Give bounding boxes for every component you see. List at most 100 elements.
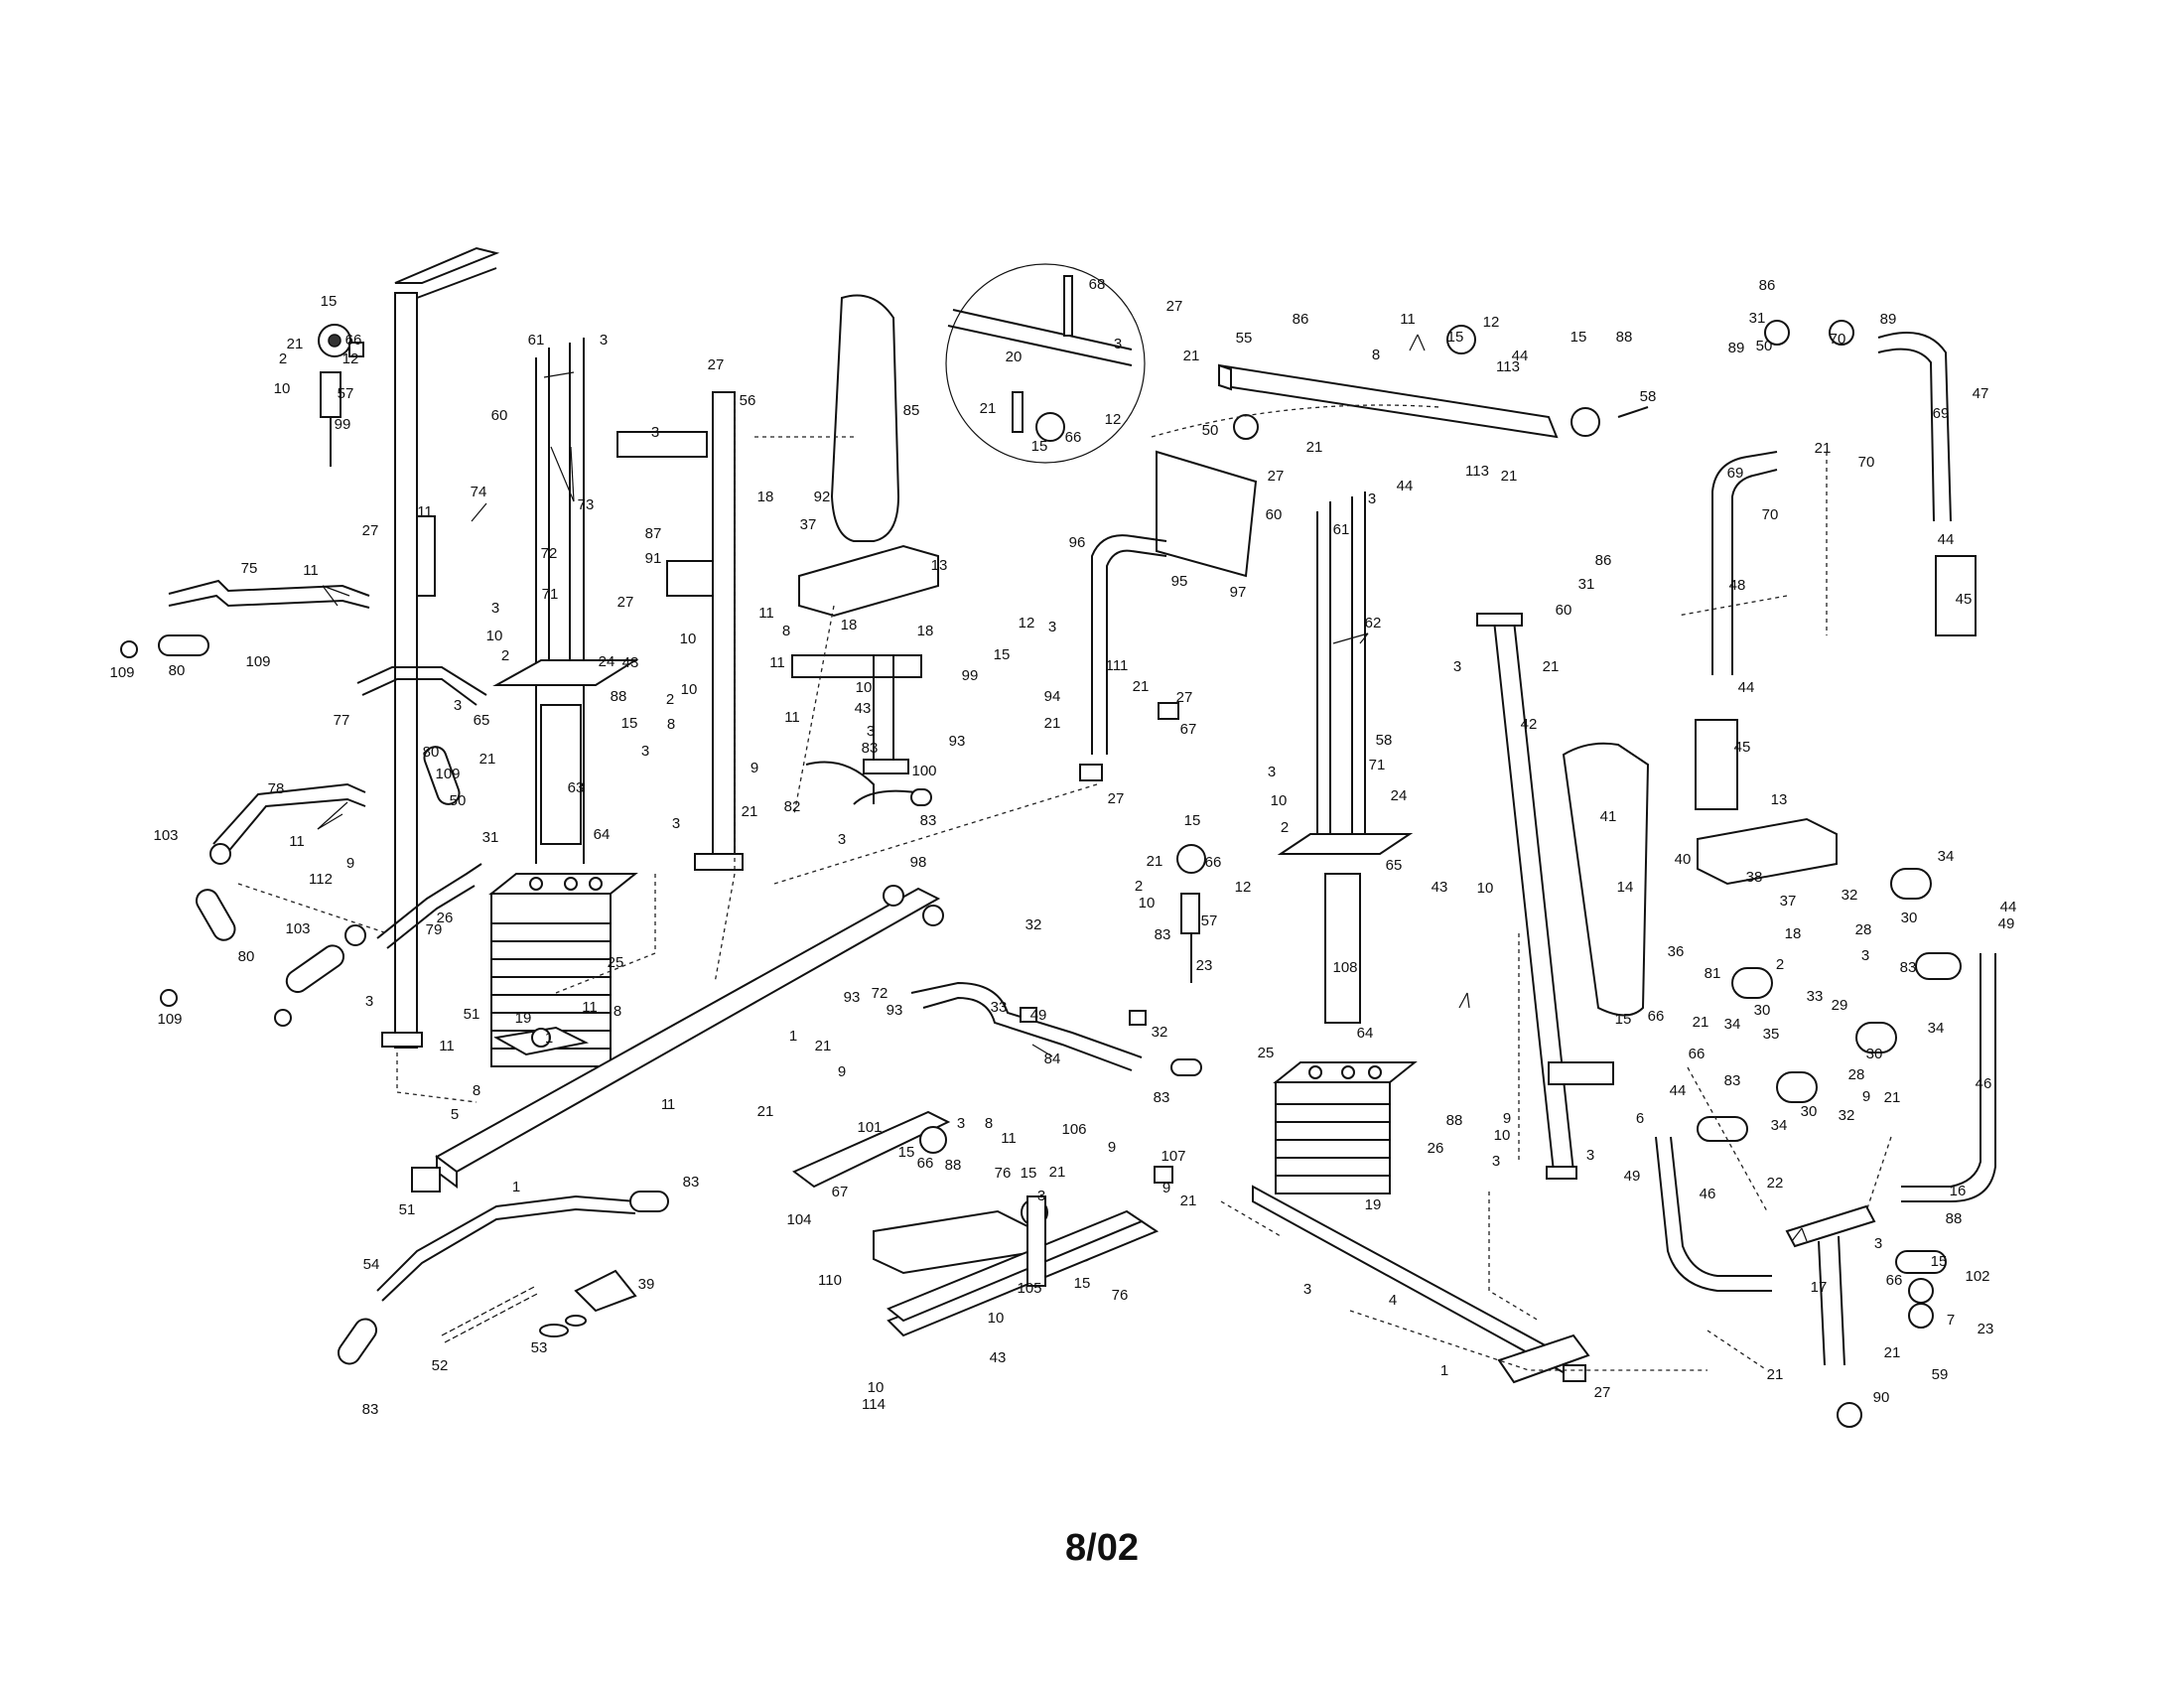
part-number-91: 91 [645,550,662,567]
part-number-83: 83 [1724,1072,1741,1089]
part-number-11: 11 [769,654,785,671]
part-number-33: 33 [1807,988,1824,1005]
part-number-3: 3 [491,600,499,617]
part-number-45: 45 [1734,739,1751,756]
part-number-49: 49 [1030,1007,1047,1024]
part-number-70: 70 [1762,506,1779,523]
part-number-66: 66 [1065,429,1082,446]
part-number-18: 18 [757,489,774,505]
part-number-34: 34 [1771,1117,1788,1134]
part-number-11: 11 [758,605,774,622]
part-number-97: 97 [1230,584,1247,601]
part-number-57: 57 [338,385,354,402]
part-number-3: 3 [867,723,875,740]
part-number-27: 27 [1594,1384,1611,1401]
part-number-25: 25 [1258,1045,1275,1061]
part-number-72: 72 [872,985,888,1002]
part-number-54: 54 [363,1256,380,1273]
part-number-83: 83 [683,1174,700,1191]
part-number-95: 95 [1171,573,1188,590]
part-number-31: 31 [482,829,499,846]
part-number-44: 44 [1938,531,1955,548]
part-number-27: 27 [362,522,379,539]
part-number-8: 8 [614,1003,621,1020]
part-number-92: 92 [814,489,831,505]
part-number-13: 13 [1771,791,1788,808]
part-number-40: 40 [1675,851,1692,868]
part-number-21: 21 [1884,1344,1901,1361]
part-number-25: 25 [608,954,624,971]
part-number-88: 88 [1616,329,1633,346]
part-number-111: 111 [1106,657,1129,674]
part-number-28: 28 [1848,1066,1865,1083]
part-number-89: 89 [1728,340,1745,356]
part-number-74: 74 [471,484,487,500]
part-number-76: 76 [1112,1287,1129,1304]
part-number-24: 24 [1391,787,1408,804]
part-number-34: 34 [1724,1016,1741,1033]
part-number-8: 8 [667,716,675,733]
part-number-44: 44 [2000,899,2017,915]
part-number-36: 36 [1668,943,1685,960]
part-number-37: 37 [1780,893,1797,910]
part-number-79: 79 [426,921,443,938]
part-number-10: 10 [1139,895,1156,912]
part-number-76: 76 [995,1165,1012,1182]
part-number-2: 2 [279,351,287,367]
part-number-46: 46 [1700,1186,1716,1202]
revision-date: 8/02 [1065,1527,1139,1569]
part-number-27: 27 [708,356,725,373]
part-number-86: 86 [1293,311,1309,328]
part-number-32: 32 [1839,1107,1855,1124]
part-number-17: 17 [1811,1279,1828,1296]
part-number-112: 112 [309,871,333,888]
part-number-4: 4 [1389,1292,1397,1309]
part-number-19: 19 [515,1010,532,1027]
part-number-1: 1 [661,1096,669,1113]
part-number-21: 21 [980,400,997,417]
part-number-103: 103 [153,827,178,844]
part-number-48: 48 [1729,577,1746,594]
part-number-15: 15 [1447,329,1464,346]
part-number-60: 60 [1266,506,1283,523]
part-number-63: 63 [568,779,585,796]
part-number-57: 57 [1201,912,1218,929]
part-number-9: 9 [346,855,354,872]
part-number-83: 83 [1155,926,1171,943]
part-number-11: 11 [439,1038,455,1054]
part-number-105: 105 [1017,1280,1041,1297]
part-number-101: 101 [857,1119,882,1136]
part-number-15: 15 [1074,1275,1091,1292]
part-number-59: 59 [1932,1366,1949,1383]
part-number-1: 1 [545,1030,553,1047]
part-number-66: 66 [917,1155,934,1172]
part-number-13: 13 [931,557,948,574]
part-number-3: 3 [651,424,659,441]
part-number-12: 12 [1105,411,1122,428]
alignment-lines [237,397,1892,1371]
part-number-70: 70 [1858,454,1875,471]
part-number-15: 15 [994,646,1011,663]
part-number-3: 3 [1586,1147,1594,1164]
part-number-21: 21 [1133,678,1150,695]
part-number-46: 46 [1976,1075,1992,1092]
part-number-11: 11 [303,562,319,579]
part-number-31: 31 [1578,576,1595,593]
part-number-3: 3 [1453,658,1461,675]
part-number-64: 64 [594,826,611,843]
part-number-99: 99 [335,416,351,433]
part-number-7: 7 [1947,1312,1955,1329]
part-number-58: 58 [1640,388,1657,405]
part-number-11: 11 [1001,1130,1017,1147]
part-number-8: 8 [985,1115,993,1132]
part-number-80: 80 [169,662,186,679]
part-number-23: 23 [1196,957,1213,974]
part-number-44: 44 [1670,1082,1687,1099]
part-number-32: 32 [1152,1024,1168,1041]
part-number-10: 10 [868,1379,885,1396]
part-number-10: 10 [486,628,503,644]
part-number-110: 110 [818,1272,842,1289]
part-number-2: 2 [1776,956,1784,973]
part-number-83: 83 [920,812,937,829]
